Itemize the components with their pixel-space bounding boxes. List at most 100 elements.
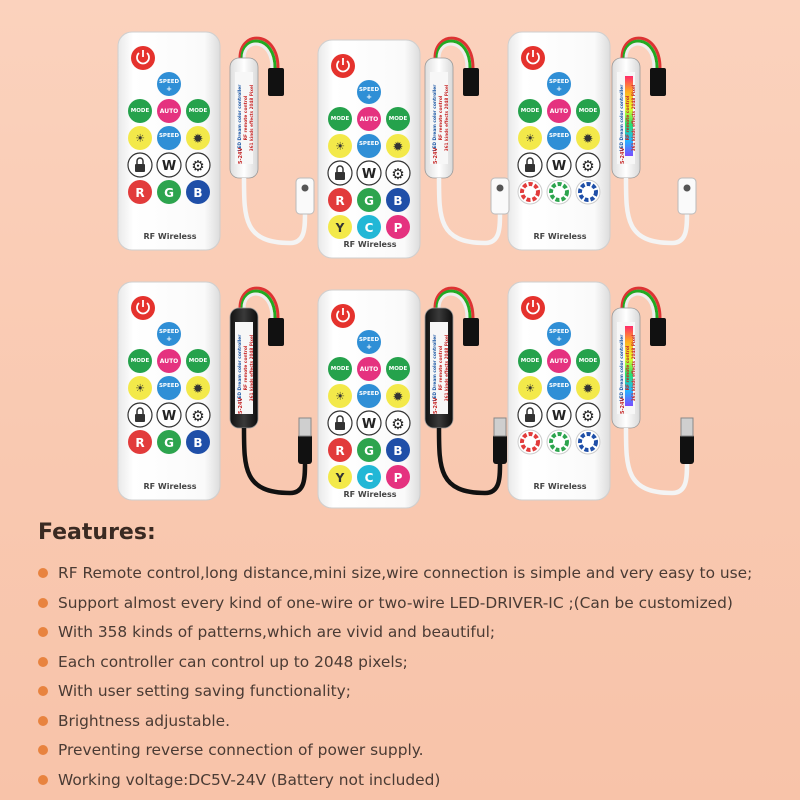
jst-connector [650, 318, 666, 346]
color-button-icon [328, 215, 352, 239]
svg-text:☀: ☀ [525, 382, 535, 395]
white-button-icon [356, 410, 382, 436]
svg-text:✹: ✹ [583, 382, 594, 397]
speed-down-button-icon [157, 126, 181, 150]
w-label: W [362, 167, 376, 182]
svg-text:+: + [166, 335, 172, 343]
speed-label: SPEED [359, 391, 380, 397]
brightness-up-icon [186, 126, 210, 150]
voltage-label: 5-24V [620, 147, 626, 164]
brightness-up-icon [386, 384, 410, 408]
mode-label: MODE [579, 358, 598, 364]
auto-label: AUTO [550, 358, 569, 365]
controller-text: 361 kinds effects 2048 Pixel [631, 334, 636, 401]
controller-text: 361 kinds effects 2048 Pixel [444, 84, 449, 151]
controller-label [430, 72, 448, 164]
mode-prev-icon [128, 349, 152, 373]
controller-text: RF remote control [625, 95, 631, 140]
svg-text:⚙: ⚙ [581, 157, 594, 175]
speed-label: SPEED [159, 329, 180, 335]
svg-text:⚙: ⚙ [191, 157, 204, 175]
svg-text:✹: ✹ [193, 382, 204, 397]
color-button-icon [386, 215, 410, 239]
feature-text: Preventing reverse connection of power s… [58, 741, 424, 759]
auto-icon [547, 349, 571, 373]
voltage-label: 5-24V [238, 397, 244, 414]
jst-connector [650, 68, 666, 96]
color-label: Y [335, 221, 345, 235]
svg-text:⚙: ⚙ [581, 407, 594, 425]
svg-text:✹: ✹ [393, 390, 404, 405]
color-label: B [193, 186, 202, 200]
jst-connector [268, 68, 284, 96]
color-label: R [135, 186, 144, 200]
features-list: RF Remote control,long distance,mini siz… [38, 563, 788, 799]
power-icon [331, 54, 355, 78]
controller-text: LED Dream color controller [619, 84, 625, 152]
mode-label: MODE [131, 358, 150, 364]
mode-prev-icon [518, 99, 542, 123]
color-label: B [393, 444, 402, 458]
gear-icon [575, 152, 601, 178]
brightness-down-icon [128, 376, 152, 400]
color-label: R [335, 194, 344, 208]
mode-next-icon [576, 349, 600, 373]
feature-text: Working voltage:DC5V-24V (Battery not in… [58, 770, 441, 789]
usb-metal [680, 417, 694, 437]
svg-text:☀: ☀ [135, 382, 145, 395]
feature-item: Brightness adjustable. [38, 711, 788, 741]
voltage-label: 5-24V [238, 147, 244, 164]
mode-next-icon [386, 107, 410, 131]
auto-icon [357, 107, 381, 131]
controller-text: 361 kinds effects 2048 Pixel [444, 334, 449, 401]
feature-text: Brightness adjustable. [58, 711, 230, 730]
feature-item: RF Remote control,long distance,mini siz… [38, 563, 788, 593]
speed-label: SPEED [359, 337, 380, 343]
gear-icon [575, 402, 601, 428]
color-label: G [364, 444, 374, 458]
auto-label: AUTO [550, 108, 569, 115]
color-button-icon [186, 430, 210, 454]
bullet-dot-icon [38, 597, 48, 608]
auto-label: AUTO [160, 358, 179, 365]
color-label: C [365, 221, 374, 235]
mode-prev-icon [328, 357, 352, 381]
dc-jack [677, 177, 697, 215]
mode-label: MODE [189, 108, 208, 114]
color-label: Y [335, 471, 345, 485]
speed-label: SPEED [359, 141, 380, 147]
svg-text:☀: ☀ [135, 132, 145, 145]
speed-label: SPEED [359, 87, 380, 93]
speed-label: SPEED [159, 79, 180, 85]
svg-text:+: + [366, 343, 372, 351]
white-button-icon [156, 402, 182, 428]
controller-text: 361 kinds effects 2048 Pixel [631, 84, 636, 151]
color-button-icon [357, 215, 381, 239]
mode-label: MODE [521, 358, 540, 364]
usb-plug [298, 434, 312, 464]
auto-icon [157, 349, 181, 373]
svg-text:⚙: ⚙ [391, 165, 404, 183]
jst-connector [463, 68, 479, 96]
spectrum-graphic [625, 76, 633, 156]
speed-up-button-icon [547, 72, 571, 96]
rf-wireless-label: RF Wireless [343, 240, 396, 249]
speed-label: SPEED [159, 133, 180, 139]
voltage-label: 5-24V [620, 397, 626, 414]
svg-text:⚙: ⚙ [391, 415, 404, 433]
speed-label: SPEED [549, 329, 570, 335]
power-icon [131, 296, 155, 320]
jst-connector [463, 318, 479, 346]
color-label: C [365, 471, 374, 485]
controller-text: LED Dream color controller [619, 334, 625, 402]
speed-label: SPEED [159, 383, 180, 389]
mode-prev-icon [328, 107, 352, 131]
